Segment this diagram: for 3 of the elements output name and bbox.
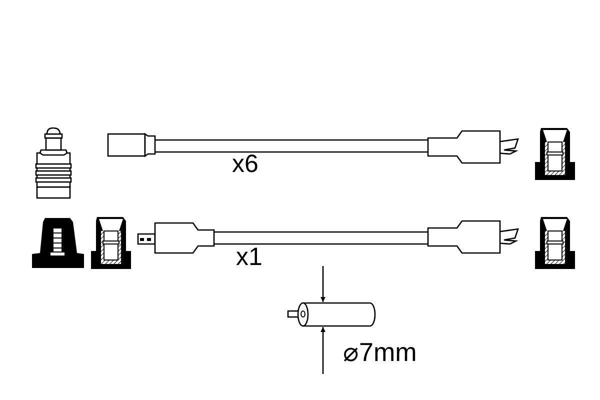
label: x1 — [236, 245, 262, 270]
label: x6 — [232, 152, 258, 177]
label: ⌀7mm — [343, 339, 417, 365]
